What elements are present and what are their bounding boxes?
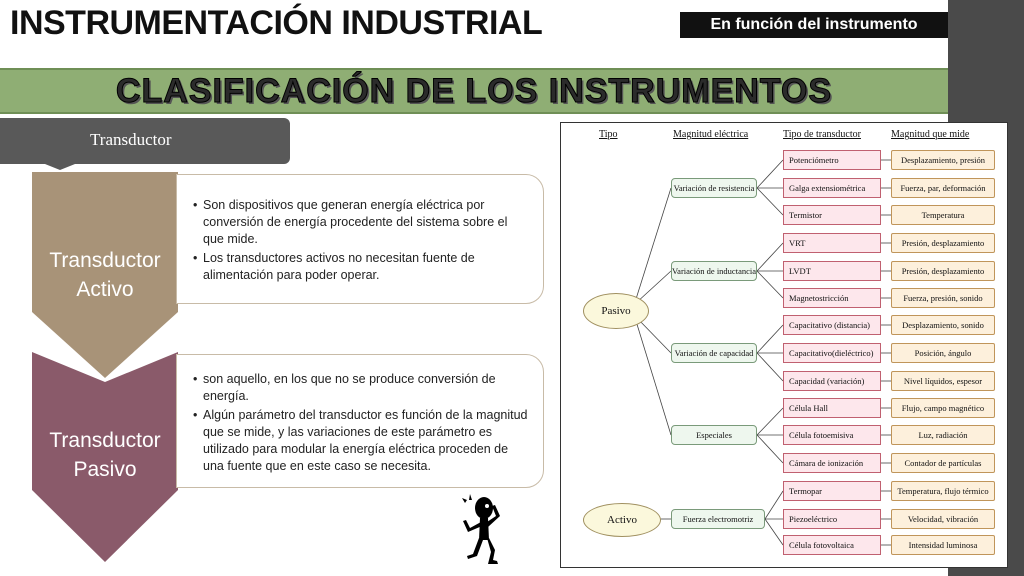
transducer-node: Galga extensiométrica (783, 178, 881, 198)
transducer-node: Capacitativo (distancia) (783, 315, 881, 335)
measure-node: Presión, desplazamiento (891, 261, 995, 281)
active-heading: Transductor Activo (49, 249, 161, 301)
transducer-node: Termopar (783, 481, 881, 501)
measure-node: Presión, desplazamiento (891, 233, 995, 253)
diagram-header-tipo: Tipo (599, 129, 618, 140)
measure-node: Fuerza, par, deformación (891, 178, 995, 198)
classification-diagram: Tipo Magnitud eléctrica Tipo de transduc… (560, 122, 1008, 568)
passive-bullet-1: son aquello, en los que no se produce co… (193, 371, 529, 405)
transducer-node: Piezoeléctrico (783, 509, 881, 529)
page-title: INSTRUMENTACIÓN INDUSTRIAL (10, 4, 543, 42)
root-pasivo: Pasivo (583, 293, 649, 329)
classification-banner: CLASIFICACIÓN DE LOS INSTRUMENTOS (0, 68, 948, 114)
diagram-header-mide: Magnitud que mide (891, 129, 970, 140)
measure-node: Fuerza, presión, sonido (891, 288, 995, 308)
root-activo: Activo (583, 503, 661, 537)
tab-label: Transductor (90, 130, 172, 149)
passive-bullet-2: Algún parámetro del transductor es funci… (193, 407, 529, 475)
measure-node: Temperatura (891, 205, 995, 225)
measure-node: Flujo, campo magnético (891, 398, 995, 418)
measure-node: Luz, radiación (891, 425, 995, 445)
active-chevron (32, 172, 178, 378)
transducer-node: Cámara de ionización (783, 453, 881, 473)
magnitude-node: Variación de inductancia (671, 261, 757, 281)
measure-node: Intensidad luminosa (891, 535, 995, 555)
active-bullet-1: Son dispositivos que generan energía elé… (193, 197, 529, 248)
active-bullet-2: Los transductores activos no necesitan f… (193, 250, 529, 284)
measure-node: Velocidad, vibración (891, 509, 995, 529)
magnitude-node: Especiales (671, 425, 757, 445)
measure-node: Temperatura, flujo térmico (891, 481, 995, 501)
banner-title: CLASIFICACIÓN DE LOS INSTRUMENTOS (115, 72, 833, 111)
transducer-node: Capacidad (variación) (783, 371, 881, 391)
magnitude-node: Variación de resistencia (671, 178, 757, 198)
transducer-node: Termistor (783, 205, 881, 225)
transducer-node: Potenciómetro (783, 150, 881, 170)
passive-description-box: son aquello, en los que no se produce co… (176, 354, 544, 488)
thinking-figure-icon (462, 494, 500, 564)
transducer-node: Célula fotovoltaica (783, 535, 881, 555)
diagram-header-magnitud: Magnitud eléctrica (673, 129, 749, 140)
transducer-node: Célula Hall (783, 398, 881, 418)
tab-notch (40, 162, 80, 170)
measure-node: Contador de partículas (891, 453, 995, 473)
section-tag: En función del instrumento (680, 12, 948, 38)
transducer-node: Célula fotoemisiva (783, 425, 881, 445)
transducer-node: LVDT (783, 261, 881, 281)
measure-node: Desplazamiento, presión (891, 150, 995, 170)
transductor-tab: Transductor (0, 118, 290, 164)
transducer-node: VRT (783, 233, 881, 253)
measure-node: Desplazamiento, sonido (891, 315, 995, 335)
transducer-node: Capacitativo(dieléctrico) (783, 343, 881, 363)
measure-node: Nivel líquidos, espesor (891, 371, 995, 391)
passive-heading: Transductor Pasivo (49, 429, 161, 481)
magnitude-node: Variación de capacidad (671, 343, 757, 363)
magnitude-node: Fuerza electromotriz (671, 509, 765, 529)
passive-chevron (32, 352, 178, 562)
measure-node: Posición, ángulo (891, 343, 995, 363)
transducer-node: Magnetostricción (783, 288, 881, 308)
diagram-header-transductor: Tipo de transductor (783, 129, 861, 140)
active-description-box: Son dispositivos que generan energía elé… (176, 174, 544, 304)
diagram-connectors (635, 159, 891, 546)
